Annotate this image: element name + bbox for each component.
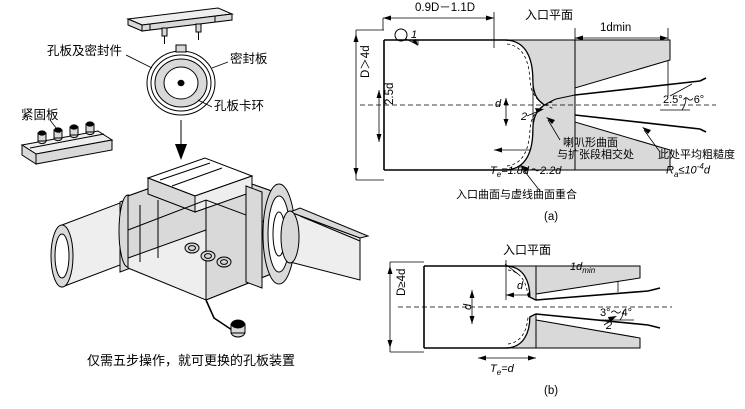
label-orifice-ring: 孔板卡环 <box>214 98 265 113</box>
label-callout-2-a: 2 <box>521 111 528 123</box>
label-inlet-plane-a: 入口平面 <box>525 8 574 22</box>
label-clamp-plate: 紧固板 <box>21 107 59 122</box>
orifice-plate-disc <box>146 44 216 116</box>
left-leader-lines <box>49 54 229 134</box>
assembly-arrow <box>175 120 187 160</box>
label-angle-25-6: 2.5°～6° <box>663 94 705 106</box>
label-dim-d-a: d <box>495 98 502 110</box>
label-caption-left: 仅需五步操作，就可更换的孔板装置 <box>87 354 296 369</box>
label-inlet-overlap: 入口曲面与虚线曲面重合 <box>456 188 577 201</box>
caption-a: (a) <box>544 211 559 223</box>
label-inlet-plane-b: 入口平面 <box>503 243 552 257</box>
clamp-plate-part <box>20 121 114 165</box>
label-dim-09d-11d: 0.9D－1.1D <box>415 2 476 14</box>
label-roughness-1: 此处平均粗糙度 <box>658 148 735 161</box>
label-dim-d-left-b: d <box>462 303 474 310</box>
label-callout-1: 1 <box>411 29 418 41</box>
seal-plate-part <box>126 7 234 44</box>
note-leaders-a <box>520 117 661 192</box>
label-bell-curve-1: 喇叭形曲面 <box>563 136 618 149</box>
label-seal-plate: 密封板 <box>230 51 268 66</box>
callout-1-marker <box>394 28 419 46</box>
angle-marker-a <box>660 83 693 111</box>
label-dim-D-ge-4d-b: D≥4d <box>396 268 408 296</box>
pipe-profile-a <box>360 39 716 171</box>
caption-b: (b) <box>544 385 559 397</box>
label-dim-1dmin-b: 1dmin <box>570 261 596 276</box>
pipe-profile-b <box>398 265 672 349</box>
callout-2-marker-b <box>600 309 634 326</box>
label-orifice-and-seal: 孔板及密封件 <box>47 43 123 58</box>
label-note-Te: Te=1.8d～2.2d <box>490 165 562 180</box>
label-note-Te-d: Te=d <box>490 363 514 378</box>
note-leader-b <box>504 263 519 275</box>
label-bell-curve-2: 与扩张段相交处 <box>557 148 634 161</box>
label-dim-1dmin: 1dmin <box>600 22 632 34</box>
label-dim-d-top-b: d <box>517 280 524 292</box>
label-angle-3-4: 3°～4° <box>600 307 633 319</box>
label-callout-2-b: 2 <box>606 320 613 332</box>
callout-2-marker-a <box>526 108 544 117</box>
label-roughness-2: Ra≤10-4d <box>666 162 710 179</box>
orifice-fitting-body <box>50 157 370 338</box>
